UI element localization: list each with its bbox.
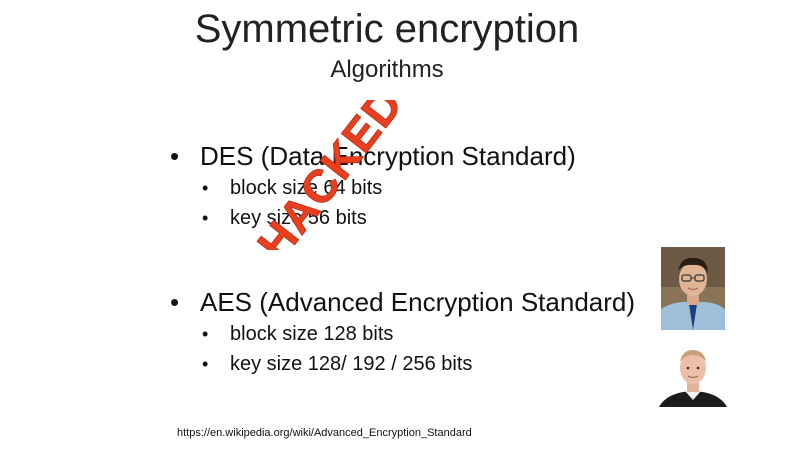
portrait-photo-1 xyxy=(661,247,725,330)
sub-bullet-dot: • xyxy=(202,324,209,344)
bullet-des-label: DES (Data Encryption Standard) xyxy=(200,141,576,171)
sub-bullet-dot: • xyxy=(202,208,209,228)
slide-title: Symmetric encryption xyxy=(194,7,580,51)
sub-bullet-aes-key-label: key size 128/ 192 / 256 bits xyxy=(230,353,473,375)
bullet-dot: • xyxy=(170,287,180,317)
bullet-des: • DES (Data Encryption Standard) xyxy=(170,141,576,171)
sub-bullet-des-block-label: block size 64 bits xyxy=(230,177,383,199)
portrait-photo-2 xyxy=(649,344,737,407)
sub-bullet-des-key: • key size 56 bits xyxy=(202,206,367,230)
sub-bullet-des-key-label: key size 56 bits xyxy=(230,207,367,229)
bullet-dot: • xyxy=(170,141,180,171)
bullet-aes: • AES (Advanced Encryption Standard) xyxy=(170,287,636,317)
slide-subtitle: Algorithms xyxy=(330,56,444,83)
bullet-aes-label: AES (Advanced Encryption Standard) xyxy=(200,287,636,317)
sub-bullet-aes-block-label: block size 128 bits xyxy=(230,323,394,345)
sub-bullet-dot: • xyxy=(202,354,209,374)
sub-bullet-des-block: • block size 64 bits xyxy=(202,176,383,200)
wikipedia-link[interactable]: https://en.wikipedia.org/wiki/Advanced_E… xyxy=(177,427,472,439)
sub-bullet-aes-key: • key size 128/ 192 / 256 bits xyxy=(202,352,473,376)
sub-bullet-dot: • xyxy=(202,178,209,198)
sub-bullet-aes-block: • block size 128 bits xyxy=(202,322,394,346)
